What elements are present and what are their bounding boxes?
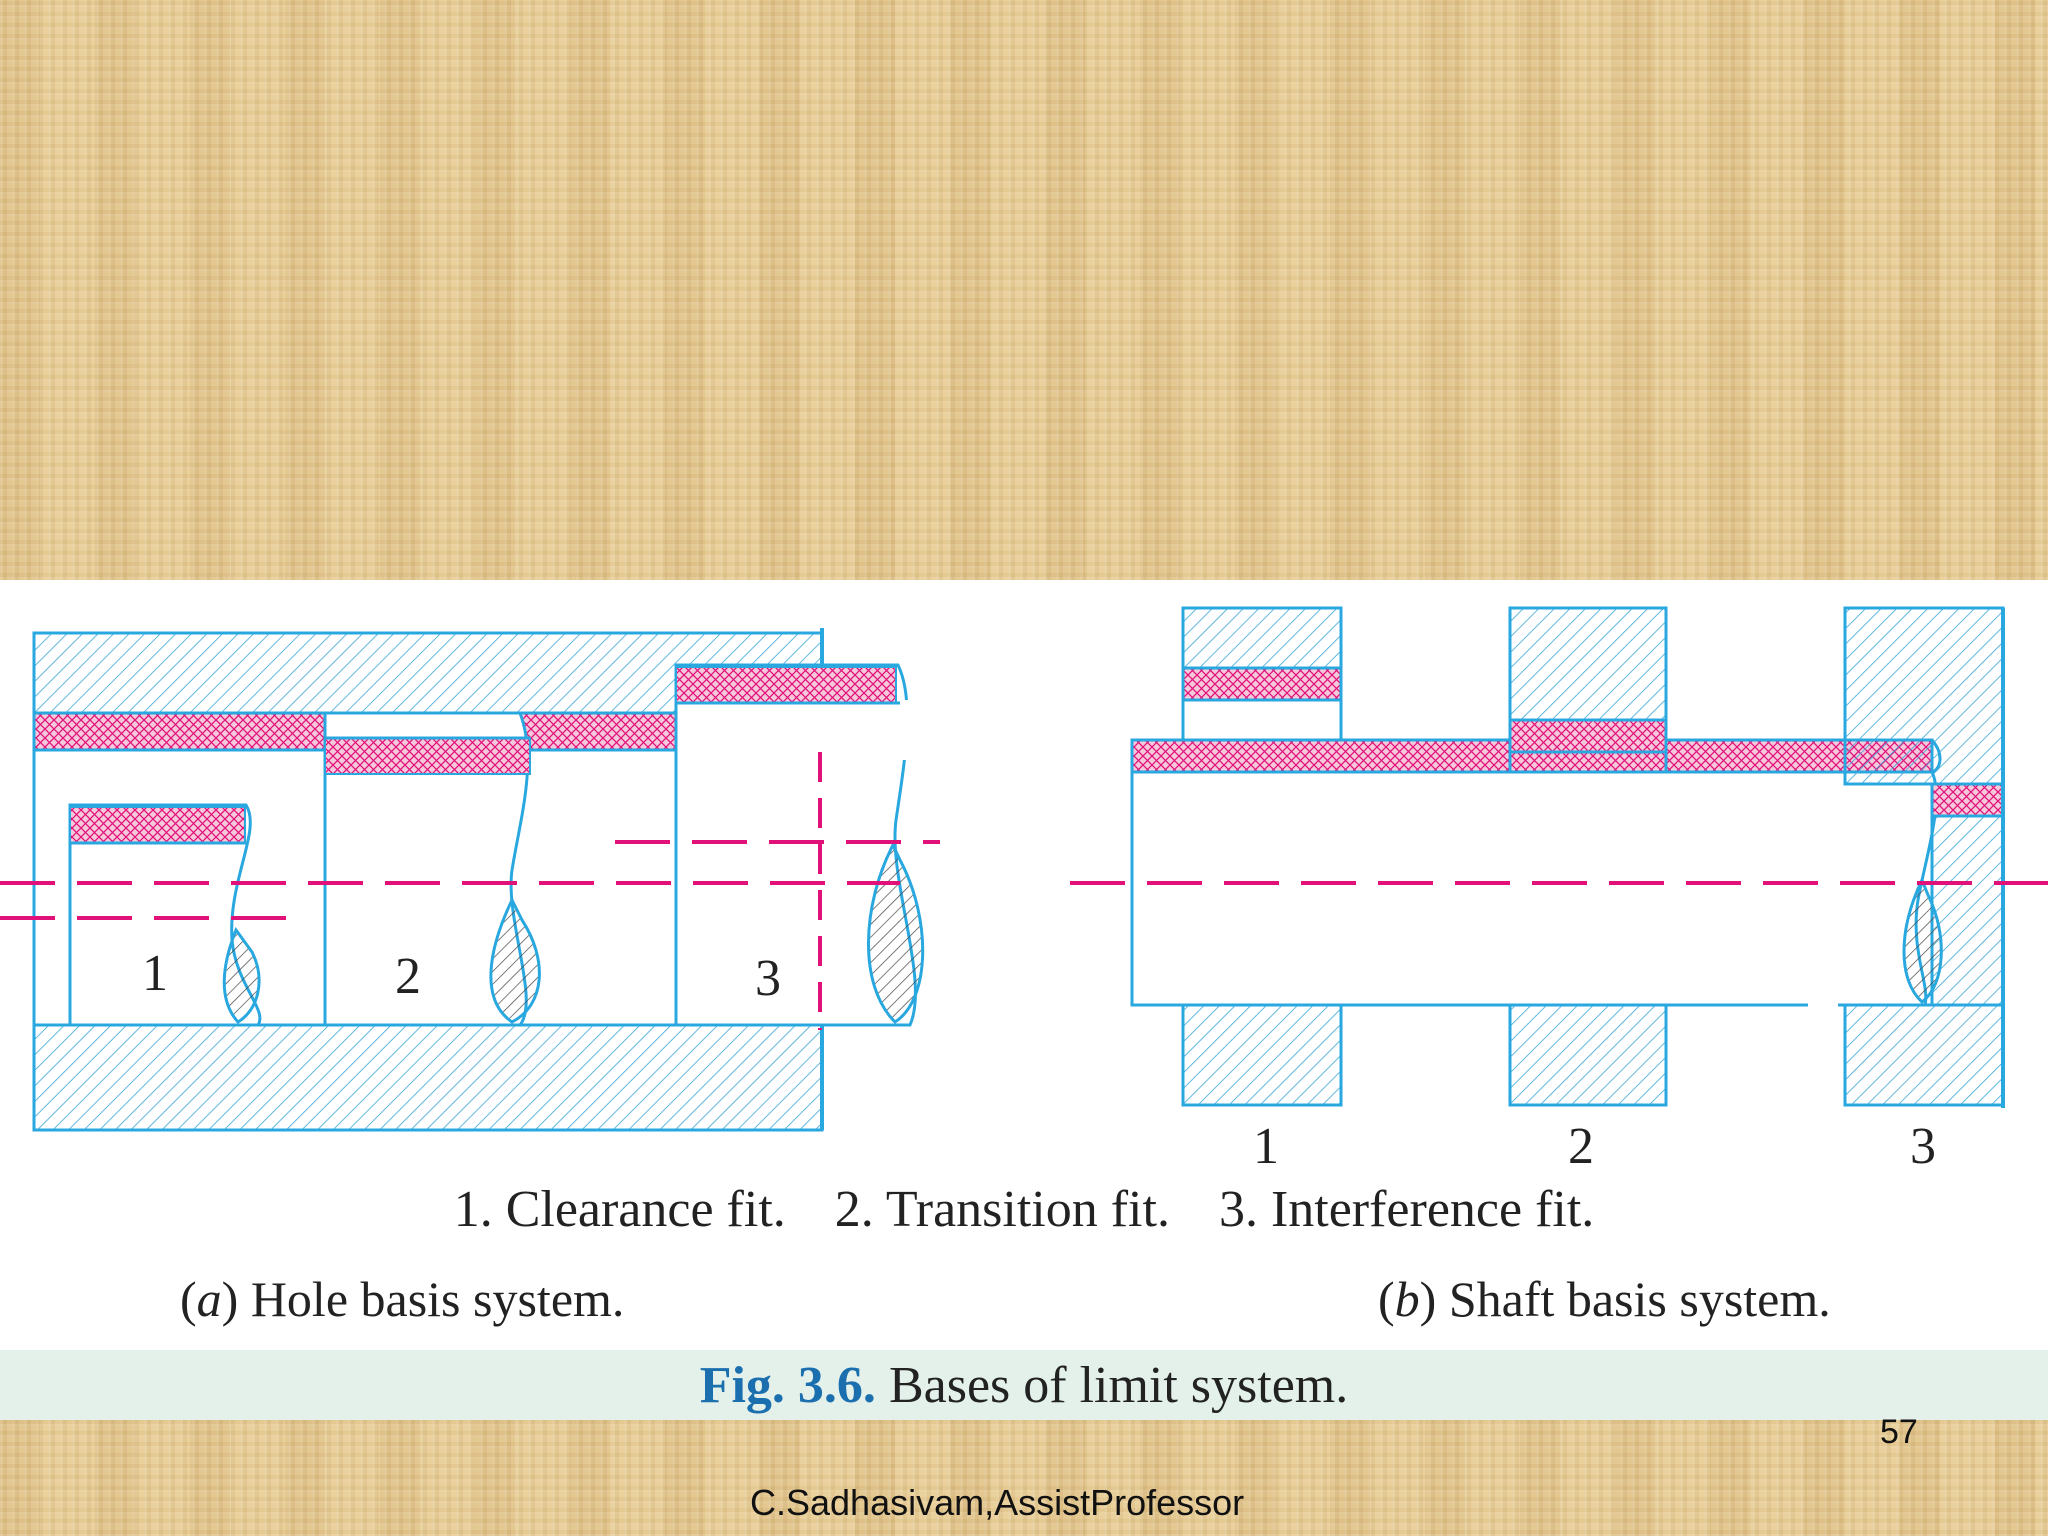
basis-shaft (1130, 770, 1938, 1007)
page-number: 57 (1880, 1413, 1918, 1451)
subcaption-hole-basis: (a) Hole basis system. (180, 1271, 625, 1327)
hole-shaft-2 (323, 711, 541, 1027)
subcaption-b-letter: b (1394, 1271, 1420, 1327)
subcaption-a-letter: a (196, 1271, 222, 1327)
limit-system-diagram: 1 2 3 (0, 606, 2048, 1175)
legend-transition-fit: 2. Transition fit. (834, 1181, 1170, 1238)
shaft-basis-diagram: 1 2 3 (1070, 606, 2048, 1175)
subcaption-b-text: Shaft basis system. (1436, 1271, 1831, 1327)
subcaption-a-text: Hole basis system. (238, 1271, 625, 1327)
figure-number: Fig. 3.6. (699, 1357, 876, 1414)
hole-shaft-3 (674, 663, 925, 1027)
hole-shaft-1 (68, 803, 262, 1027)
shaft-label-1: 1 (1253, 1118, 1279, 1175)
fit-legend: 1. Clearance fit. 2. Transition fit. 3. … (0, 1180, 2048, 1239)
caption-band (0, 1350, 2048, 1420)
shaft-3-tolerance-zone (675, 666, 897, 704)
hole-label-3: 3 (755, 950, 781, 1007)
hole-housing-bottom (32, 1023, 824, 1132)
legend-interference-fit: 3. Interference fit. (1218, 1181, 1595, 1238)
author-footer: C.Sadhasivam,AssistProfessor (750, 1482, 1245, 1523)
shaft-hub-2 (1508, 606, 1668, 1107)
hole-label-1: 1 (142, 945, 168, 1002)
hub-1-tolerance-zone (1181, 666, 1343, 702)
hub-2-tolerance-zone (1508, 718, 1668, 774)
figure-caption: Fig. 3.6. Bases of limit system. (0, 1356, 2048, 1415)
hole-basis-diagram: 1 2 3 (0, 628, 940, 1132)
shaft-label-2: 2 (1568, 1118, 1594, 1175)
subcaption-shaft-basis: (b) Shaft basis system. (1378, 1271, 1831, 1327)
shaft-hub-3 (1843, 606, 2005, 1108)
hole-label-2: 2 (395, 948, 421, 1005)
shaft-2-tolerance-zone (324, 737, 531, 775)
figure-caption-text: Bases of limit system. (875, 1357, 1349, 1414)
shaft-1-tolerance-zone (69, 806, 246, 844)
shaft-hub-1 (1181, 606, 1343, 1107)
legend-clearance-fit: 1. Clearance fit. (453, 1181, 786, 1238)
shaft-label-3: 3 (1910, 1118, 1936, 1175)
